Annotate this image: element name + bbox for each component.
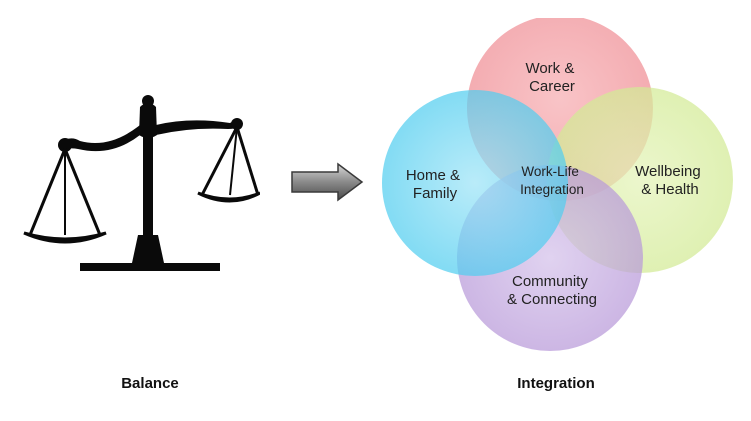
venn-label-center: Work-Life Integration bbox=[520, 164, 584, 197]
venn-label-left: Home & Family bbox=[406, 167, 464, 202]
right-pan-string bbox=[235, 126, 260, 196]
venn-label-top: Work & Career bbox=[525, 60, 578, 95]
scale-foot bbox=[132, 235, 164, 263]
left-pan-string bbox=[28, 148, 67, 236]
venn-label-right: Wellbeing & Health bbox=[635, 163, 705, 198]
integration-caption: Integration bbox=[517, 375, 595, 392]
scale-beam-end-left bbox=[58, 138, 72, 152]
integration-venn-diagram: Work & Career Wellbeing & Health Communi… bbox=[382, 18, 733, 351]
balance-caption: Balance bbox=[121, 375, 179, 392]
scale-beam-end-right bbox=[231, 118, 243, 130]
left-pan bbox=[23, 231, 107, 244]
right-pan bbox=[197, 191, 260, 203]
scale-pillar bbox=[143, 123, 153, 238]
right-arrow-icon bbox=[291, 162, 364, 202]
venn-label-bottom: Community & Connecting bbox=[507, 273, 597, 308]
left-pan-string bbox=[63, 148, 102, 236]
balance-scale-icon bbox=[23, 95, 260, 271]
right-pan-string bbox=[229, 126, 238, 196]
venn-circle-left bbox=[382, 90, 568, 276]
right-pan-string bbox=[200, 126, 239, 196]
scale-beam bbox=[60, 120, 242, 152]
scale-base bbox=[80, 263, 220, 271]
